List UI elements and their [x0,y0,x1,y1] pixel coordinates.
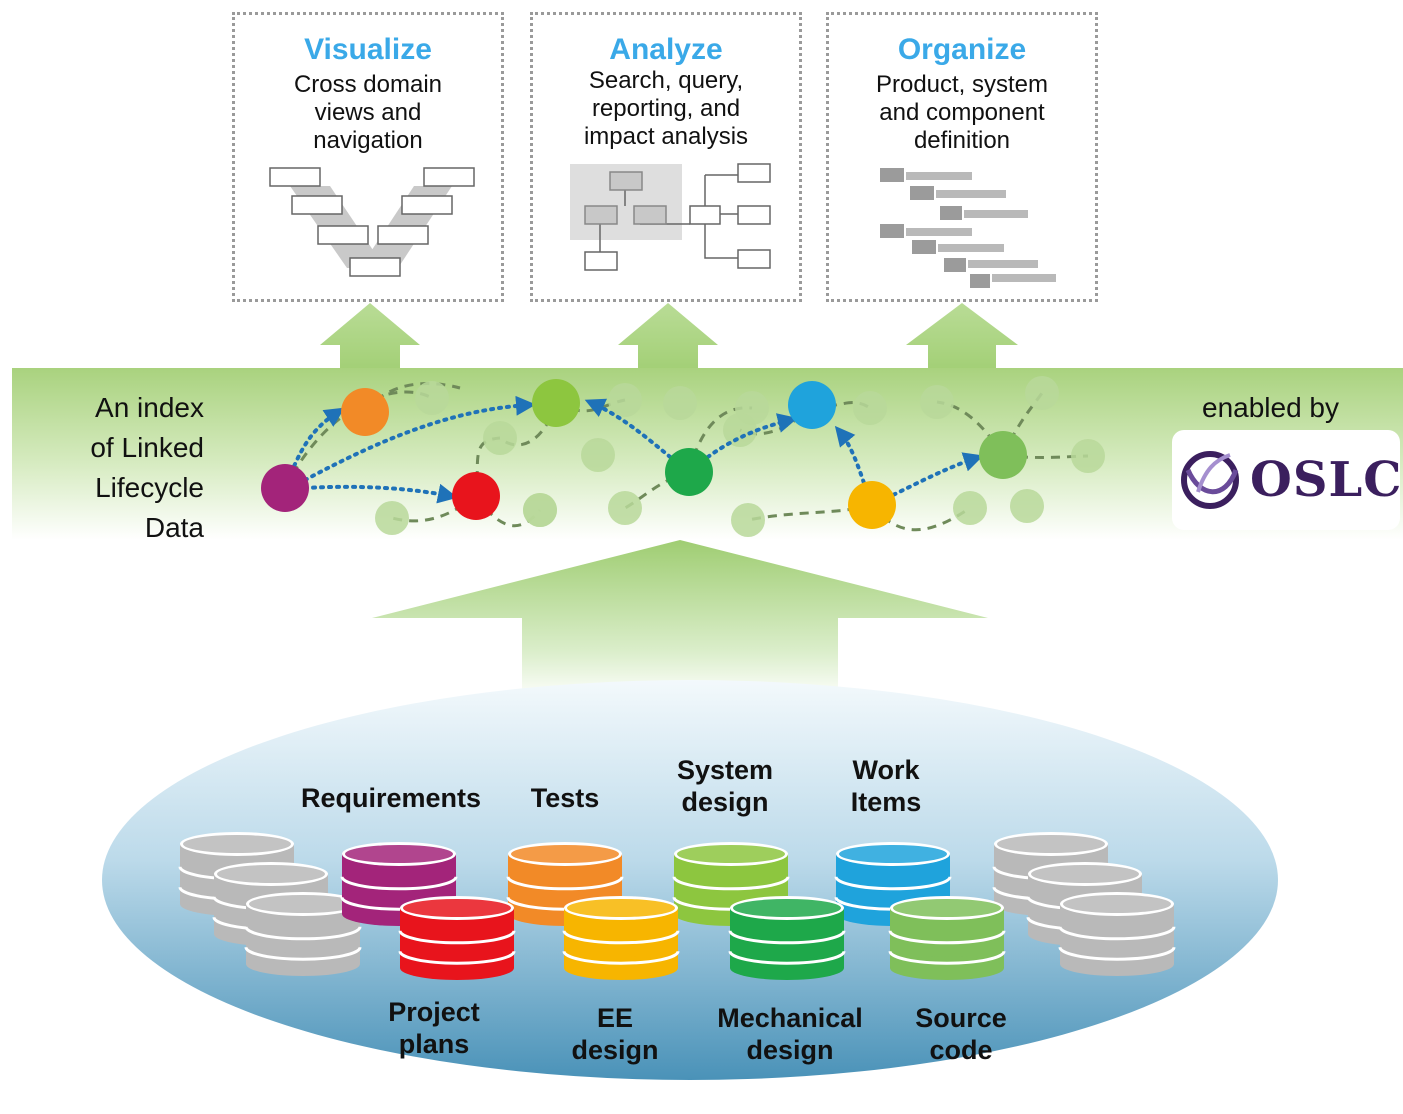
panel-analyze: Analyze Search, query, reporting, and im… [530,12,802,302]
node-green [665,448,713,496]
faint-node [663,386,697,420]
up-arrow-visualize [320,303,420,372]
node-blue [788,381,836,429]
repo-label-requirements: Requirements [300,783,482,813]
faint-node [723,413,757,447]
db-bottom [562,896,680,980]
repo-label-mechanical-design: Mechanical design [717,1003,863,1065]
node-red [452,472,500,520]
dashed-link [1002,453,1089,460]
faint-node [1071,439,1105,473]
faint-node [953,491,987,525]
dotted-link-arrow [303,395,536,482]
index-label-line: Data [144,512,204,543]
panel-description-organize: Product, system and component definition [875,71,1049,154]
up-arrows-small [320,303,1018,372]
index-label-line: An index [95,392,204,423]
node-yellow [848,481,896,529]
faint-node [375,501,409,535]
dotted-link-arrow [303,483,458,504]
faint-node [731,503,765,537]
panel-organize: Organize Product, system and component d… [826,12,1098,302]
oslc-logo-text: OSLC [1250,452,1403,508]
db-grey-right [1058,892,1176,976]
repository-databases [178,832,1176,980]
db-top [506,842,624,926]
linked-data-band [12,368,1403,540]
up-arrow-organize [906,303,1018,372]
dashed-link [363,382,461,413]
panel-visualize: Visualize Cross domain views and navigat… [232,12,504,302]
dashed-link [747,503,873,522]
panel-description-analyze: Search, query, reporting, and impact ana… [583,67,749,150]
panel-title-analyze: Analyze [609,33,723,66]
node-purple [261,464,309,512]
faint-node [1025,376,1059,410]
repo-label-project-plans: Project plans [388,997,480,1059]
index-label: An index of Linked Lifecycle Data [74,388,204,548]
faint-node [608,491,642,525]
index-label-line: Lifecycle [95,472,204,503]
faint-node [581,438,615,472]
up-arrow-analyze [618,303,718,372]
repo-label-source-code: Source code [915,1003,1007,1065]
faint-node [853,391,887,425]
link-graph [261,376,1105,537]
index-label-line: of Linked [90,432,204,463]
node-olive-green [979,431,1027,479]
oslc-logo: OSLC [1172,430,1403,530]
node-light-green [532,379,580,427]
faint-node [415,381,449,415]
node-orange [341,388,389,436]
db-bottom [398,896,516,980]
faint-node [483,421,517,455]
db-grey-left [244,892,362,976]
faint-node [920,385,954,419]
db-bottom [888,896,1006,980]
dotted-link-arrow [687,413,798,474]
repo-label-tests: Tests [530,783,600,813]
enabled-by-label: enabled by [1202,392,1340,423]
faint-node [608,383,642,417]
panel-title-organize: Organize [897,33,1027,66]
faint-node [523,493,557,527]
faint-node [1010,489,1044,523]
repo-label-work-items: Work Items [850,755,922,817]
panel-description-visualize: Cross domain views and navigation [293,71,443,154]
repo-label-ee-design: EE design [571,1003,659,1065]
oslc-logo-mark [1172,430,1400,530]
repo-label-system-design: System design [676,755,774,817]
big-up-arrow [372,540,988,700]
db-bottom [728,896,846,980]
panel-title-visualize: Visualize [304,33,432,66]
